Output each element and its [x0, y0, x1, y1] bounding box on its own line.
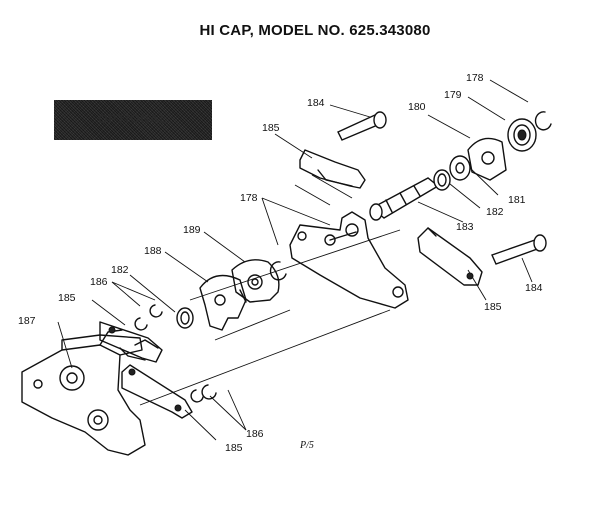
page-number: P/5	[300, 440, 314, 451]
part-189-disc	[231, 259, 280, 303]
part-179-bushing	[507, 118, 537, 152]
part-178-clip-top	[534, 111, 552, 131]
callout-185-right: 185	[484, 301, 502, 313]
part-184-pin-top	[337, 111, 387, 141]
callout-182-right: 182	[486, 206, 504, 218]
part-188-cam	[199, 274, 247, 331]
callout-180: 180	[408, 101, 426, 113]
part-185-link-top	[299, 149, 366, 189]
part-187-bracket	[21, 329, 146, 456]
diagram-title: HI CAP, MODEL NO. 625.343080	[199, 22, 431, 39]
part-185-link-right	[417, 227, 483, 286]
callout-186-bottom: 186	[246, 428, 264, 440]
callout-182-left: 182	[111, 264, 129, 276]
callout-185-top: 185	[262, 122, 280, 134]
callout-187: 187	[18, 315, 36, 327]
part-183-shaft	[369, 177, 440, 221]
callout-184-top: 184	[307, 97, 325, 109]
part-178-clip-mid	[269, 261, 287, 281]
leader-lines	[57, 79, 533, 441]
callout-183: 183	[456, 221, 474, 233]
callout-178-mid: 178	[240, 192, 258, 204]
callout-188: 188	[144, 245, 162, 257]
callout-181: 181	[508, 194, 526, 206]
callout-179: 179	[444, 89, 462, 101]
part-185-link-bottom	[121, 364, 193, 419]
callout-185-bottom: 185	[225, 442, 243, 454]
callout-178-top: 178	[466, 72, 484, 84]
assembly-lines	[139, 174, 401, 406]
part-180-cam	[467, 137, 507, 181]
part-186-clips-left	[134, 304, 163, 331]
optional-badge: OPTIONAL	[54, 100, 212, 140]
part-181-washer	[449, 155, 471, 181]
callout-186-left: 186	[90, 276, 108, 288]
callout-185-left: 185	[58, 292, 76, 304]
part-182-bearing-right	[433, 169, 451, 191]
part-182-bearing-left	[176, 307, 194, 329]
part-184-pin-right	[491, 234, 547, 265]
callout-189: 189	[183, 224, 201, 236]
part-186-clips-bottom	[190, 384, 217, 403]
part-frame-plate	[289, 211, 409, 309]
part-185-link-left	[99, 321, 163, 363]
badge-text: OPTIONAL	[98, 112, 168, 126]
callout-184-right: 184	[525, 282, 543, 294]
